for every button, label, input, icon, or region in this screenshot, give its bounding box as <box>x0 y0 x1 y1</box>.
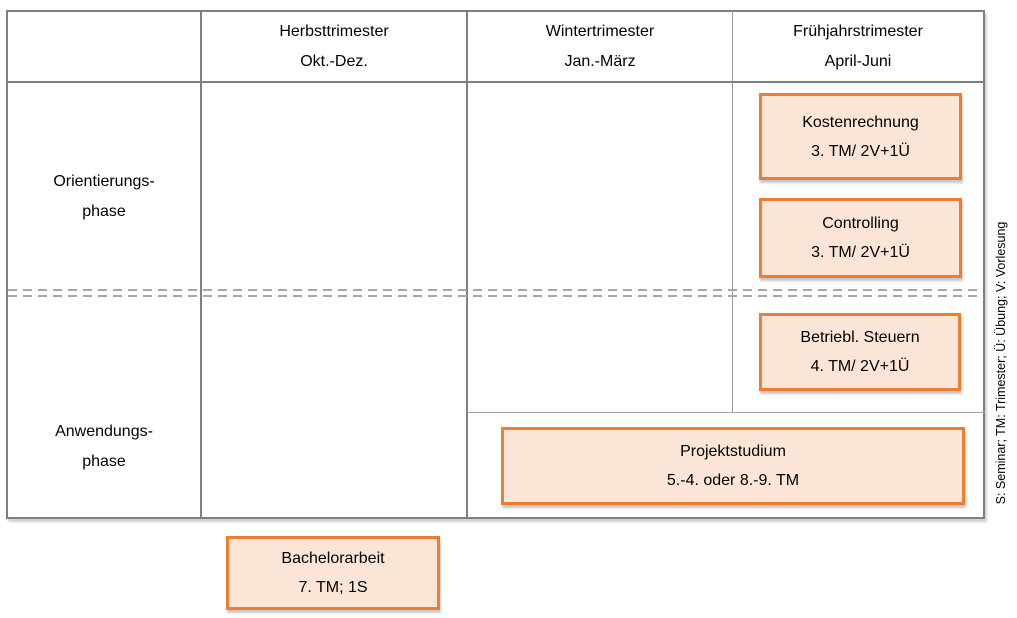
column-header-months: April-Juni <box>824 52 892 70</box>
grid-vline-phase-herbst <box>200 10 202 519</box>
course-box-kostenrechnung: Kostenrechnung 3. TM/ 2V+1Ü <box>759 93 962 180</box>
course-title: Betriebl. Steuern <box>800 329 920 346</box>
column-header-title: Herbsttrimester <box>279 22 389 40</box>
grid-vline-winter-fruehjahr <box>732 10 733 413</box>
course-detail: 7. TM; 1S <box>298 579 368 596</box>
course-detail: 4. TM/ 2V+1Ü <box>810 358 910 375</box>
phase-label-line1: Orientierungs- <box>53 173 155 190</box>
column-header-fruehjahrstrimester: Frühjahrstrimester April-Juni <box>733 12 983 81</box>
row-label-orientierungsphase: Orientierungs- phase <box>8 83 200 289</box>
column-header-title: Frühjahrstrimester <box>793 22 923 40</box>
row-label-anwendungsphase: Anwendungs- phase <box>8 297 200 517</box>
column-header-months: Okt.-Dez. <box>300 52 368 70</box>
column-header-months: Jan.-März <box>564 52 636 70</box>
phase-divider-dashed-line-bottom <box>8 295 983 297</box>
phase-label-line2: phase <box>82 203 126 220</box>
course-box-betriebl-steuern: Betriebl. Steuern 4. TM/ 2V+1Ü <box>759 313 961 391</box>
grid-vline-herbst-winter <box>466 10 468 519</box>
column-header-herbsttrimester: Herbsttrimester Okt.-Dez. <box>202 12 466 81</box>
course-detail: 3. TM/ 2V+1Ü <box>811 244 910 261</box>
column-header-wintertrimester: Wintertrimester Jan.-März <box>468 12 732 81</box>
course-title: Bachelorarbeit <box>281 550 385 567</box>
course-box-projektstudium: Projektstudium 5.-4. oder 8.-9. TM <box>501 427 965 505</box>
abbreviation-legend: S: Seminar; TM: Trimester; Ü: Übung; V: … <box>994 221 1008 505</box>
phase-label-line2: phase <box>82 453 126 470</box>
course-detail: 3. TM/ 2V+1Ü <box>811 142 910 160</box>
course-title: Controlling <box>822 215 899 232</box>
phase-divider-dashed-line-top <box>8 289 983 291</box>
phase-label-line1: Anwendungs- <box>55 423 153 440</box>
column-header-title: Wintertrimester <box>545 22 655 40</box>
grid-hline-header-bottom <box>6 81 985 83</box>
course-detail: 5.-4. oder 8.-9. TM <box>666 472 800 489</box>
table-outer-border <box>6 10 985 519</box>
course-title: Kostenrechnung <box>802 113 919 131</box>
grid-hline-projekt-divider <box>467 412 985 413</box>
course-box-bachelorarbeit: Bachelorarbeit 7. TM; 1S <box>226 536 440 610</box>
course-title: Projektstudium <box>680 443 786 460</box>
course-box-controlling: Controlling 3. TM/ 2V+1Ü <box>759 198 962 278</box>
